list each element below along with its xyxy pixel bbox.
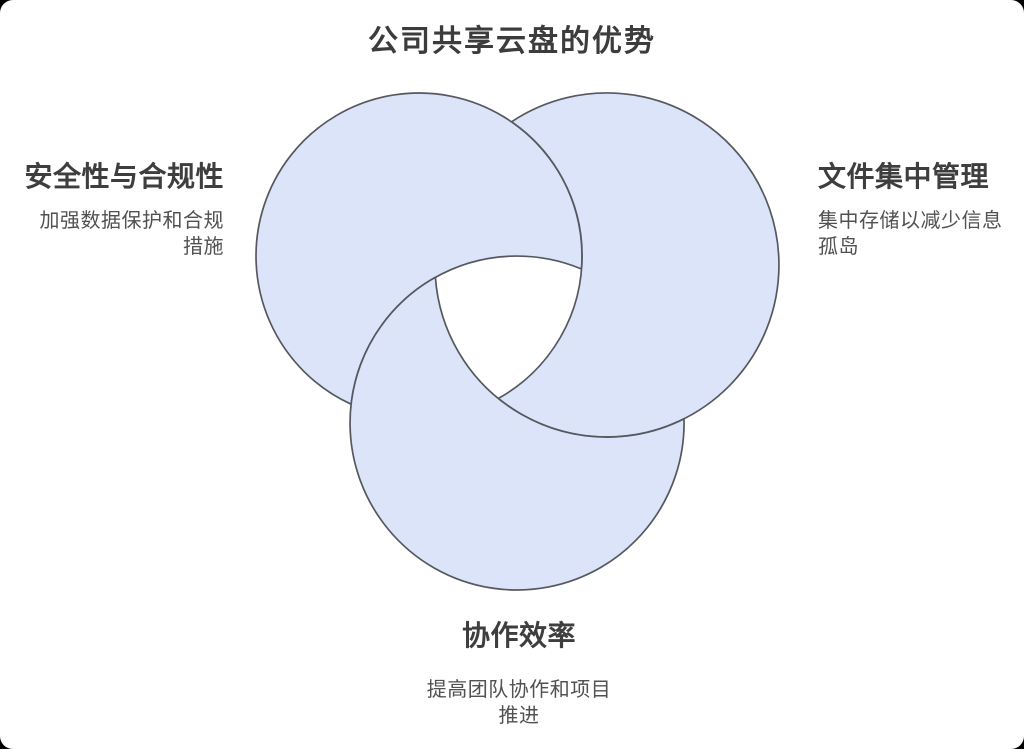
label-security-desc: 加强数据保护和合规 措施 bbox=[24, 208, 224, 260]
label-security-desc-line1: 加强数据保护和合规 bbox=[39, 210, 224, 232]
page-title: 公司共享云盘的优势 bbox=[368, 25, 656, 58]
venn-circle-collaboration bbox=[349, 276, 685, 591]
label-centralized-files-desc: 集中存储以减少信息 孤岛 bbox=[818, 208, 1018, 260]
label-security: 安全性与合规性 加强数据保护和合规 措施 bbox=[24, 162, 224, 260]
venn-circle-security bbox=[255, 92, 583, 406]
label-centralized-files-desc-line2: 孤岛 bbox=[818, 236, 859, 258]
label-collaboration: 协作效率 提高团队协作和项目 推进 bbox=[369, 621, 669, 729]
label-security-title: 安全性与合规性 bbox=[24, 161, 224, 192]
label-collaboration-desc-line1: 提高团队协作和项目 bbox=[426, 679, 612, 701]
venn-circle-centralized-files bbox=[497, 92, 780, 438]
label-centralized-files-desc-line1: 集中存储以减少信息 bbox=[818, 210, 1003, 232]
label-security-desc-line2: 措施 bbox=[183, 236, 224, 258]
label-centralized-files: 文件集中管理 集中存储以减少信息 孤岛 bbox=[818, 162, 1018, 260]
label-centralized-files-title: 文件集中管理 bbox=[818, 161, 990, 192]
label-collaboration-desc: 提高团队协作和项目 推进 bbox=[369, 677, 669, 729]
label-collaboration-title: 协作效率 bbox=[461, 620, 576, 651]
label-collaboration-desc-line2: 推进 bbox=[498, 705, 540, 727]
